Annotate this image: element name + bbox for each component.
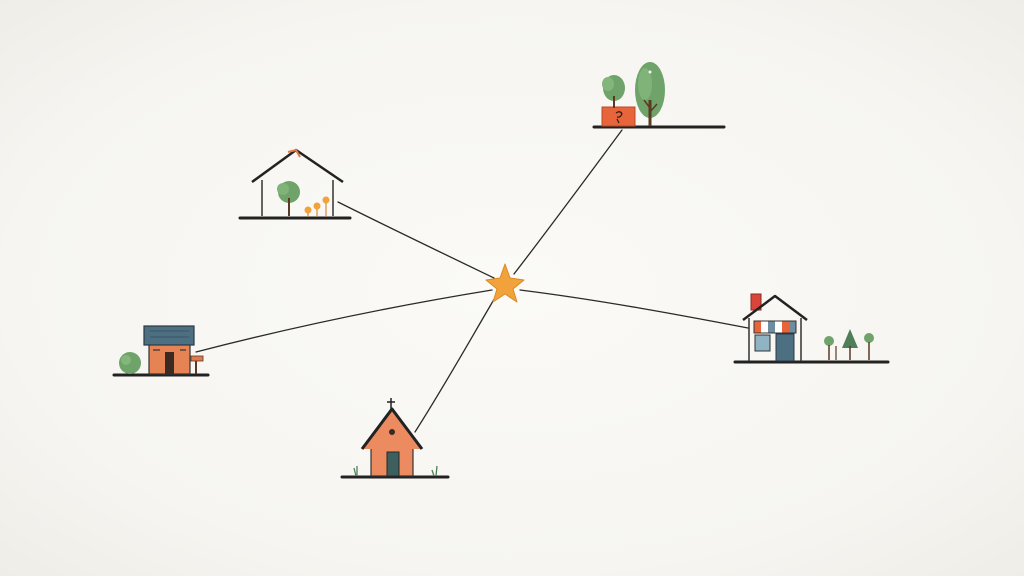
connection-line-cottage: [195, 289, 493, 353]
hub-star-icon: [485, 263, 525, 303]
awning-icon: [753, 320, 797, 334]
node-chapel: [340, 398, 450, 479]
trees-and-bench-icon: [592, 62, 726, 129]
node-park: [592, 62, 726, 129]
small-trees-icon: [824, 329, 874, 360]
house-with-tree-icon: [238, 148, 352, 220]
chapel-icon: [340, 398, 450, 479]
node-shop: [733, 293, 890, 364]
small-house-icon: [112, 325, 210, 377]
connection-line-garden-house: [337, 201, 495, 279]
node-cottage: [112, 325, 210, 377]
connection-lines: [195, 129, 749, 433]
node-garden-house: [238, 148, 352, 220]
shop-with-awning-icon: [733, 293, 890, 364]
connection-line-chapel: [414, 295, 497, 433]
connection-line-park: [513, 129, 623, 275]
connection-line-shop: [519, 289, 749, 329]
